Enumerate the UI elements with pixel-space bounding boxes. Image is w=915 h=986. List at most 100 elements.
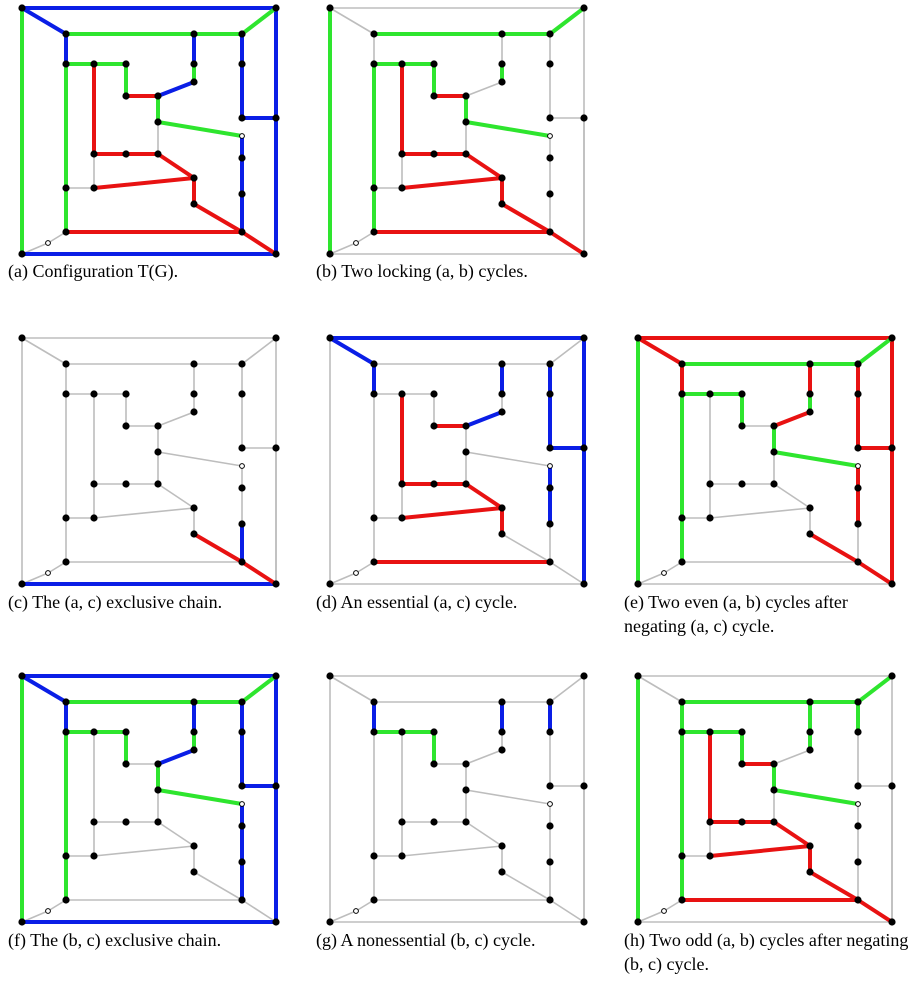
vertex-tl <box>18 672 26 680</box>
vertex-b <box>190 360 198 368</box>
vertex-w <box>546 190 554 198</box>
vertex-tr <box>580 334 588 342</box>
edge-t35 <box>192 532 244 564</box>
subdivision-vertex <box>239 801 245 807</box>
vertex-t <box>678 852 686 860</box>
vertex-j <box>462 422 470 430</box>
vertex-bl <box>326 580 334 588</box>
vertex-w <box>546 858 554 866</box>
vertex-tr <box>580 672 588 680</box>
vertex-f <box>430 60 438 68</box>
caption-text: Two locking (a, b) cycles. <box>341 261 528 281</box>
caption-label: (h) <box>624 930 645 950</box>
vertex-l <box>238 114 246 122</box>
vertex-j <box>462 92 470 100</box>
vertex-z <box>854 896 862 904</box>
edge-t5 <box>549 337 585 365</box>
edge-t17 <box>464 410 504 428</box>
edge-t17 <box>772 410 812 428</box>
subdivision-vertex <box>239 463 245 469</box>
edge-t22 <box>464 120 552 138</box>
caption-text: The (b, c) exclusive chain. <box>30 930 222 950</box>
vertex-v <box>190 174 198 182</box>
vertex-br <box>272 250 280 258</box>
edge-t17 <box>157 411 195 427</box>
vertex-e <box>90 728 98 736</box>
vertex-f <box>738 728 746 736</box>
vertex-a <box>62 30 70 38</box>
vertex-v <box>806 504 814 512</box>
vertex-r <box>122 480 130 488</box>
vertex-j <box>462 760 470 768</box>
vertex-u <box>90 852 98 860</box>
vertex-a <box>678 698 686 706</box>
subdivision-vertex <box>547 463 553 469</box>
vertex-j <box>154 422 162 430</box>
vertex-k <box>498 78 506 86</box>
vertex-q <box>398 150 406 158</box>
caption-text: Two even (a, b) cycles after negating (a… <box>624 592 848 636</box>
subdivision-vertex <box>239 133 245 139</box>
caption-text: Two odd (a, b) cycles after negating (b,… <box>624 930 909 974</box>
vertex-y <box>190 868 198 876</box>
vertex-i <box>430 760 438 768</box>
vertex-v <box>190 504 198 512</box>
edge-t35 <box>808 870 860 902</box>
caption-text: A nonessential (b, c) cycle. <box>340 930 536 950</box>
vertex-bl <box>326 250 334 258</box>
edge-t32 <box>773 483 811 509</box>
vertex-t <box>678 514 686 522</box>
edge-t8 <box>548 230 586 256</box>
vertex-f <box>430 728 438 736</box>
vertex-j <box>154 760 162 768</box>
vertex-y <box>498 200 506 208</box>
panel-b <box>322 0 612 262</box>
vertex-b <box>806 698 814 706</box>
vertex-w <box>238 190 246 198</box>
edge-t35 <box>500 202 552 234</box>
vertex-d <box>678 390 686 398</box>
edge-t4 <box>637 675 683 703</box>
vertex-p1 <box>854 484 862 492</box>
vertex-b <box>190 698 198 706</box>
edge-t5 <box>548 6 586 36</box>
edge-t5 <box>240 674 278 704</box>
vertex-h <box>238 728 246 736</box>
subdivision-vertex <box>353 908 359 914</box>
vertex-tr <box>272 672 280 680</box>
edge-t5 <box>240 6 278 36</box>
edge-t22 <box>156 120 244 138</box>
edge-t4 <box>636 336 684 366</box>
vertex-i <box>122 422 130 430</box>
edge-t8 <box>240 230 278 256</box>
vertex-tr <box>272 334 280 342</box>
vertex-q <box>90 150 98 158</box>
vertex-c <box>238 698 246 706</box>
vertex-d <box>370 390 378 398</box>
vertex-k <box>498 746 506 754</box>
vertex-g <box>190 728 198 736</box>
vertex-x <box>370 228 378 236</box>
vertex-n <box>462 118 470 126</box>
edge-t35 <box>501 871 551 901</box>
vertex-bl <box>634 918 642 926</box>
vertex-z <box>546 228 554 236</box>
vertex-y <box>806 868 814 876</box>
edge-t32 <box>156 152 196 180</box>
vertex-g <box>806 390 814 398</box>
vertex-l <box>546 444 554 452</box>
graph-b <box>326 4 588 258</box>
vertex-r <box>430 818 438 826</box>
vertex-u <box>706 514 714 522</box>
edge-t8 <box>549 899 585 923</box>
vertex-n <box>462 786 470 794</box>
vertex-d <box>62 390 70 398</box>
vertex-g <box>190 390 198 398</box>
vertex-q <box>90 480 98 488</box>
edge-t32 <box>464 482 504 510</box>
vertex-l <box>546 782 554 790</box>
edge-t33 <box>401 845 503 857</box>
vertex-p1 <box>546 822 554 830</box>
vertex-tl <box>326 4 334 12</box>
edge-t32 <box>157 483 195 509</box>
